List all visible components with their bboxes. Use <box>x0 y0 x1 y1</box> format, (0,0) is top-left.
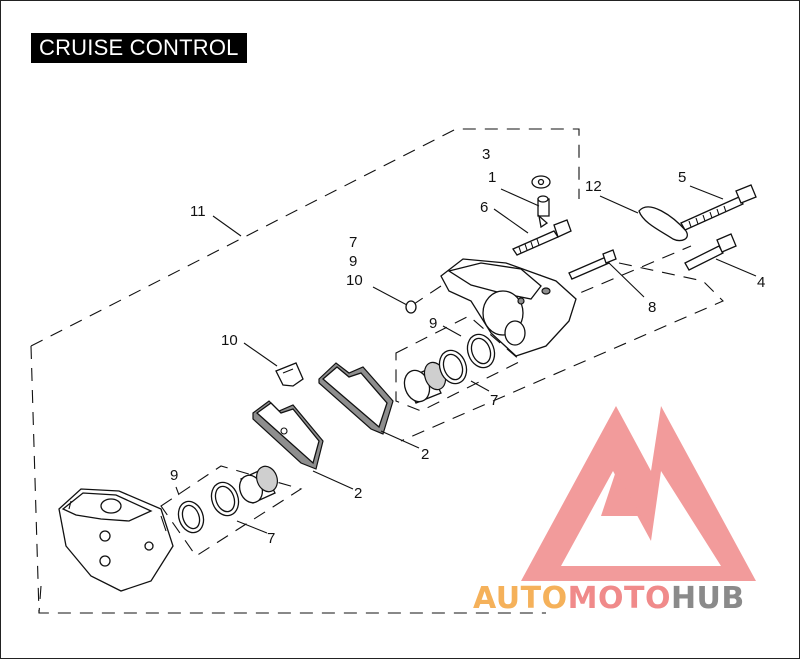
caliper-housing-lower <box>58 488 174 592</box>
piston-lower <box>238 465 278 504</box>
callout-7-upper: 7 <box>490 392 498 409</box>
callout-7-lower: 7 <box>267 530 275 547</box>
piston-upper <box>403 361 447 404</box>
page-title: CRUISE CONTROL <box>31 33 247 63</box>
callout-9-group: 9 <box>349 253 357 270</box>
bolt-5 <box>680 184 757 231</box>
spring-clip-10 <box>275 362 304 387</box>
seal-kit-box-upper <box>395 315 522 412</box>
bleeder-cap <box>531 175 551 189</box>
bolt-4 <box>684 233 737 271</box>
seals-upper <box>438 333 496 385</box>
bleeder-valve <box>537 195 550 229</box>
callout-9-upper: 9 <box>429 315 437 332</box>
callout-10-upper: 10 <box>346 272 363 289</box>
callout-3: 3 <box>482 146 490 163</box>
callout-9-lower: 9 <box>170 467 178 484</box>
callout-8: 8 <box>648 299 656 316</box>
callout-1: 1 <box>488 169 496 186</box>
washer-10-upper <box>405 300 417 314</box>
callout-5: 5 <box>678 169 686 186</box>
callout-11: 11 <box>190 203 206 220</box>
leader-lines <box>175 185 757 534</box>
callout-7-group: 7 <box>349 234 357 251</box>
callout-12: 12 <box>585 178 602 195</box>
brake-pad-lower <box>252 400 324 470</box>
seal-kit-box-lower <box>160 465 303 557</box>
bolt-6 <box>512 219 572 256</box>
watermark-text: AUTOMOTOHUB <box>473 581 745 616</box>
callout-4: 4 <box>757 274 765 291</box>
callout-10-lower: 10 <box>221 332 238 349</box>
watermark-logo <box>521 406 756 581</box>
seals-lower <box>177 481 240 534</box>
callout-2-upper: 2 <box>421 446 429 463</box>
callout-6: 6 <box>480 199 488 216</box>
callout-2-lower: 2 <box>354 485 362 502</box>
clip-12 <box>638 206 688 242</box>
brake-pad-upper <box>318 362 394 435</box>
pin-8 <box>568 249 617 280</box>
caliper-housing-upper <box>440 258 577 357</box>
